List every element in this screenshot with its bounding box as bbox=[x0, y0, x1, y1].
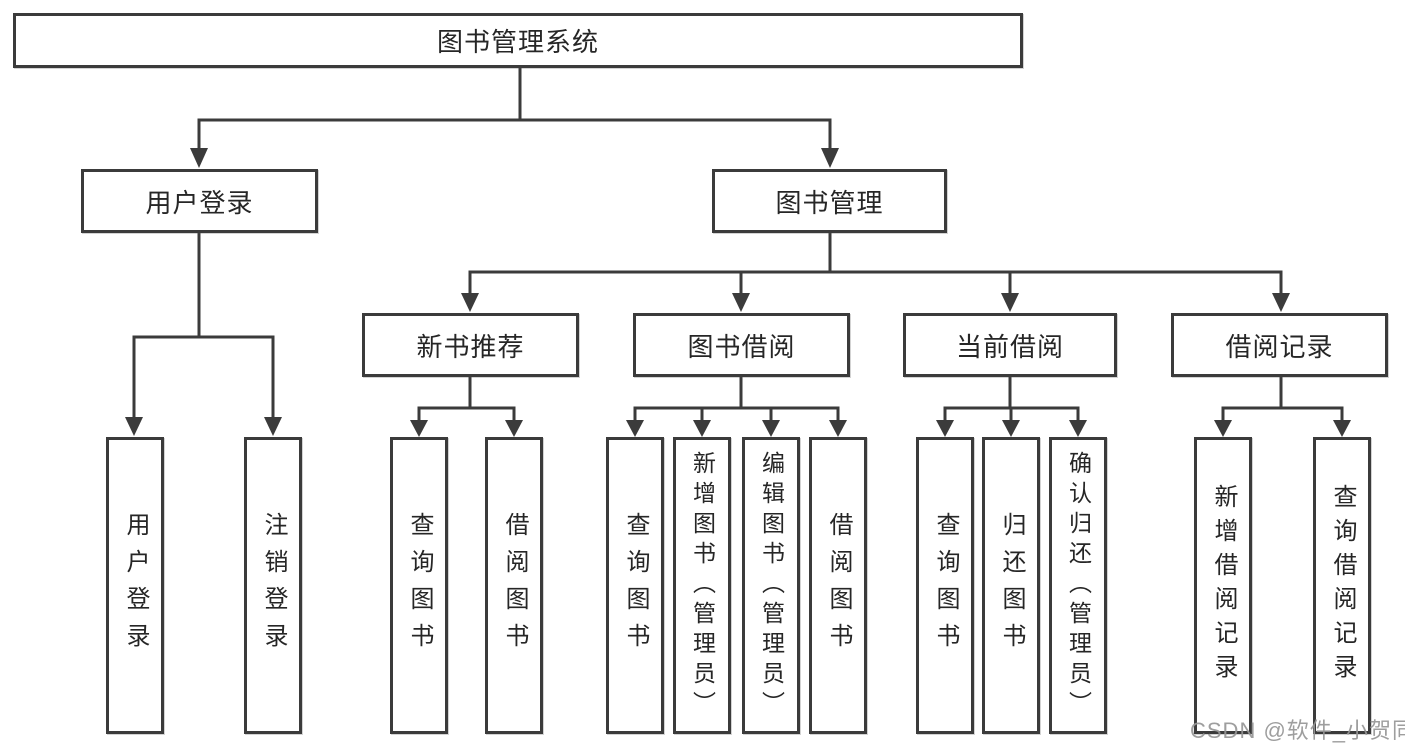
arrow-icon bbox=[732, 293, 750, 312]
leaf-label: 借阅图书 bbox=[501, 511, 528, 660]
arrowheads bbox=[125, 148, 1351, 437]
leaf-label: 借阅图书 bbox=[825, 511, 852, 660]
arrow-icon bbox=[1002, 420, 1020, 437]
leaf-add-book-admin: 新增图书（管理员） bbox=[673, 437, 731, 734]
leaf-borrow-books-recommend: 借阅图书 bbox=[485, 437, 543, 734]
edge-borrow-records-branch bbox=[1221, 375, 1344, 423]
arrow-icon bbox=[505, 420, 523, 437]
node-root-library-system: 图书管理系统 bbox=[13, 13, 1023, 68]
arrow-icon bbox=[626, 420, 644, 437]
leaf-label: 查询借阅记录 bbox=[1329, 483, 1356, 688]
leaf-label: 编辑图书（管理员） bbox=[758, 450, 785, 721]
edge-current-borrow-branch bbox=[943, 375, 1080, 423]
arrow-icon bbox=[936, 420, 954, 437]
leaf-label: 查询图书 bbox=[932, 511, 959, 660]
leaf-label: 确认归还（管理员） bbox=[1065, 450, 1092, 721]
leaf-label: 查询图书 bbox=[406, 511, 433, 660]
leaf-label: 新增图书（管理员） bbox=[689, 450, 716, 721]
edge-book-borrow-branch bbox=[633, 375, 840, 423]
leaf-add-borrow-record: 新增借阅记录 bbox=[1194, 437, 1252, 734]
arrow-icon bbox=[1069, 420, 1087, 437]
arrow-icon bbox=[1214, 420, 1232, 437]
node-book-borrow: 图书借阅 bbox=[633, 313, 850, 377]
arrow-icon bbox=[829, 420, 847, 437]
node-current-borrow: 当前借阅 bbox=[903, 313, 1117, 377]
leaf-label: 注销登录 bbox=[260, 511, 287, 660]
leaf-logout: 注销登录 bbox=[244, 437, 302, 734]
node-user-login: 用户登录 bbox=[81, 169, 318, 233]
leaf-label: 新增借阅记录 bbox=[1210, 483, 1237, 688]
leaf-edit-book-admin: 编辑图书（管理员） bbox=[742, 437, 800, 734]
edge-user-login-branch bbox=[132, 230, 275, 421]
arrow-icon bbox=[762, 420, 780, 437]
arrow-icon bbox=[461, 293, 479, 312]
leaf-label: 用户登录 bbox=[122, 511, 149, 660]
arrow-icon bbox=[1333, 420, 1351, 437]
arrow-icon bbox=[821, 148, 839, 168]
arrow-icon bbox=[1001, 293, 1019, 312]
arrow-icon bbox=[1272, 293, 1290, 312]
watermark: CSDN @软件_小贺同学 bbox=[1190, 718, 1405, 743]
node-borrow-records: 借阅记录 bbox=[1171, 313, 1388, 377]
node-book-management: 图书管理 bbox=[712, 169, 947, 233]
leaf-label: 查询图书 bbox=[622, 511, 649, 660]
arrow-icon bbox=[264, 417, 282, 436]
arrow-icon bbox=[693, 420, 711, 437]
leaf-query-books-recommend: 查询图书 bbox=[390, 437, 448, 734]
leaf-query-books-borrow: 查询图书 bbox=[606, 437, 664, 734]
arrow-icon bbox=[125, 417, 143, 436]
edge-new-book-branch bbox=[417, 375, 516, 423]
edge-book-management-branch bbox=[468, 231, 1283, 296]
arrow-icon bbox=[410, 420, 428, 437]
leaf-confirm-return-admin: 确认归还（管理员） bbox=[1049, 437, 1107, 734]
leaf-borrow-books: 借阅图书 bbox=[809, 437, 867, 734]
leaf-query-books-current: 查询图书 bbox=[916, 437, 974, 734]
leaf-user-login: 用户登录 bbox=[106, 437, 164, 734]
arrow-icon bbox=[190, 148, 208, 168]
leaf-label: 归还图书 bbox=[998, 511, 1025, 660]
leaf-query-borrow-record: 查询借阅记录 bbox=[1313, 437, 1371, 734]
edge-root-to-level1 bbox=[197, 66, 832, 152]
leaf-return-book: 归还图书 bbox=[982, 437, 1040, 734]
node-new-book-recommend: 新书推荐 bbox=[362, 313, 579, 377]
